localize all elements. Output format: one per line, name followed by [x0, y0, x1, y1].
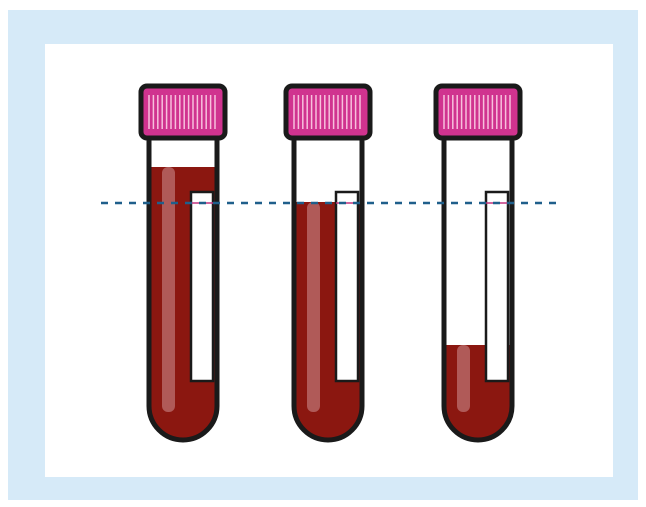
tube-cap [436, 86, 520, 138]
tube-label [191, 192, 213, 381]
tube-1 [141, 86, 225, 440]
tube-cap [286, 86, 370, 138]
tube-label [336, 192, 358, 381]
tube-3 [436, 86, 520, 440]
tube-label [486, 192, 508, 381]
glass-highlight [307, 202, 320, 412]
tube-cap [141, 86, 225, 138]
glass-highlight [457, 345, 470, 412]
tube-2 [286, 86, 370, 440]
